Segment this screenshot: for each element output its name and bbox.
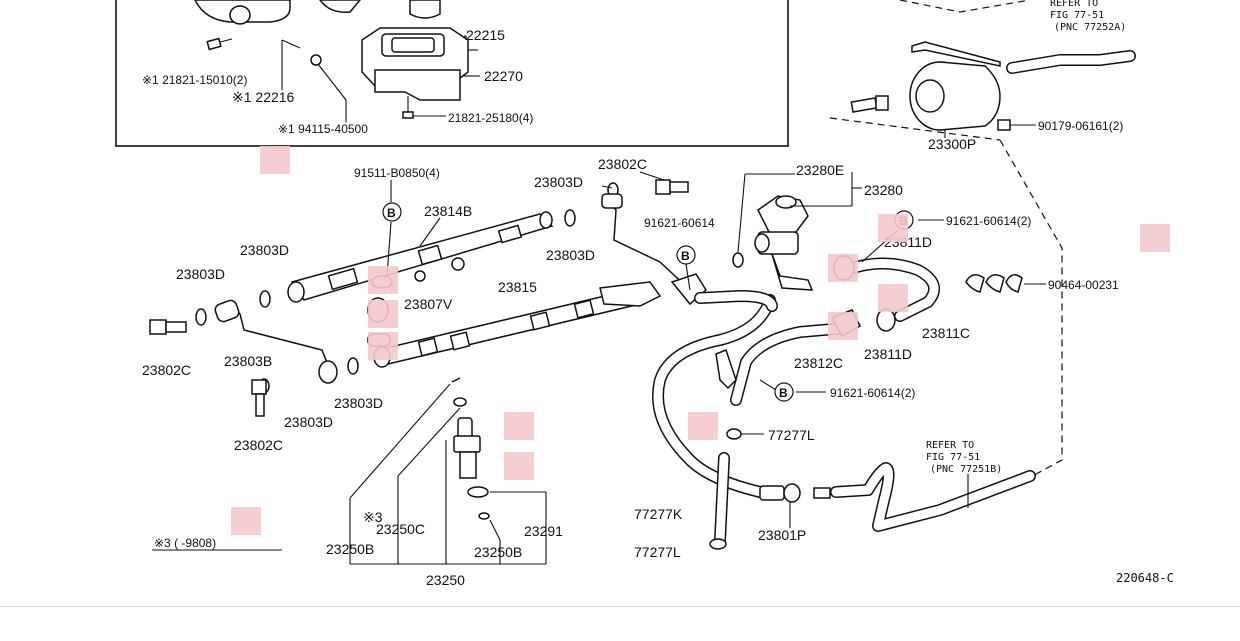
highlight-marker[interactable] <box>368 266 398 294</box>
svg-text:B: B <box>681 249 690 263</box>
b-marker-1: B <box>382 202 402 222</box>
reference-code: 220648-C <box>1116 571 1174 585</box>
label-23803D-b: 23803D <box>546 247 595 263</box>
label-refer-top-1: REFER TO <box>1050 0 1098 9</box>
highlight-marker[interactable] <box>231 507 261 535</box>
fuel-pipe-upper <box>603 195 691 291</box>
washer-23803D-a <box>259 290 271 308</box>
note-3: ※3 ( -9808) <box>154 536 216 550</box>
highlight-marker[interactable] <box>1140 224 1170 252</box>
label-22215: 22215 <box>466 27 505 43</box>
label-91621-60614: 91621-60614 <box>644 216 715 230</box>
label-23250C: 23250C <box>376 521 425 537</box>
label-refer-bot-2: FIG 77-51 <box>926 452 980 463</box>
highlight-marker[interactable] <box>828 312 858 340</box>
label-23811C: 23811C <box>922 325 970 341</box>
label-23811D-b: 23811D <box>864 346 912 362</box>
label-22216: ※1 22216 <box>232 89 295 105</box>
svg-text:B: B <box>779 386 788 400</box>
label-77277L-a: 77277L <box>768 427 815 443</box>
label-23803D-c: 23803D <box>240 242 289 258</box>
highlight-marker[interactable] <box>878 284 908 312</box>
label-23803D-f: 23803D <box>284 414 333 430</box>
fuel-injection-parts-diagram: 22215 22270 ※1 21821-15010(2) ※1 22216 ※… <box>115 0 1174 588</box>
fuel-rail-23814B <box>287 211 554 303</box>
label-90179-06161: 90179-06161(2) <box>1038 119 1123 133</box>
label-23280E: 23280E <box>796 162 844 178</box>
label-94115-40500: ※1 94115-40500 <box>278 122 368 136</box>
washer-23803D-c <box>564 209 576 227</box>
washer-23803D-b <box>195 308 207 326</box>
washer-91621 <box>732 252 744 268</box>
label-23803B: 23803B <box>224 353 272 369</box>
label-23802C-c: 23802C <box>234 437 283 453</box>
label-refer-top-2: FIG 77-51 <box>1050 10 1104 21</box>
label-refer-bot-3: (PNC 77251B) <box>930 464 1002 475</box>
highlight-marker[interactable] <box>260 146 290 174</box>
label-91621-60614-2a: 91621-60614(2) <box>946 214 1031 228</box>
label-23803D-a: 23803D <box>534 174 583 190</box>
label-77277K: 77277K <box>634 506 683 522</box>
label-refer-top-3: (PNC 77252A) <box>1054 22 1126 33</box>
svg-text:B: B <box>387 206 396 220</box>
b-marker-4: B <box>774 382 794 402</box>
highlight-marker[interactable] <box>504 412 534 440</box>
label-90464-00231: 90464-00231 <box>1048 278 1119 292</box>
label-23803D-d: 23803D <box>176 266 225 282</box>
label-23802C-b: 23802C <box>142 362 191 378</box>
highlight-marker[interactable] <box>688 412 718 440</box>
b-marker-2: B <box>676 245 696 265</box>
clamp-23811D-b <box>876 308 896 332</box>
highlight-marker[interactable] <box>368 332 398 360</box>
washer-23803D-e <box>347 357 359 375</box>
label-note3-mark: ※3 <box>363 509 383 525</box>
highlight-marker[interactable] <box>368 300 398 328</box>
injector-23250 <box>451 377 490 520</box>
label-23250: 23250 <box>426 572 465 588</box>
bolt-23802C-b <box>251 379 267 417</box>
vsv-23280 <box>754 195 814 291</box>
label-21821-25180: 21821-25180(4) <box>448 111 533 125</box>
label-23300P: 23300P <box>928 136 976 152</box>
label-22270: 22270 <box>484 68 523 84</box>
label-23250B-a: 23250B <box>326 541 374 557</box>
label-23291: 23291 <box>524 523 563 539</box>
label-91621-60614-2b: 91621-60614(2) <box>830 386 915 400</box>
label-23814B: 23814B <box>424 203 472 219</box>
label-23815: 23815 <box>498 279 537 295</box>
footer-bar <box>0 606 1240 641</box>
fuel-filter-group <box>829 0 1136 481</box>
highlight-marker[interactable] <box>504 452 534 480</box>
label-21821-15010: ※1 21821-15010(2) <box>142 73 247 87</box>
label-23801P: 23801P <box>758 527 806 543</box>
label-23802C-a: 23802C <box>598 156 647 172</box>
inset-box <box>115 0 789 147</box>
label-23807V: 23807V <box>404 296 453 312</box>
label-23280: 23280 <box>864 182 903 198</box>
label-23803D-e: 23803D <box>334 395 383 411</box>
highlight-marker[interactable] <box>828 254 858 282</box>
label-91511-B0850: 91511-B0850(4) <box>354 166 440 180</box>
label-23812C: 23812C <box>794 355 843 371</box>
highlight-markers <box>231 146 1170 535</box>
label-23250B-b: 23250B <box>474 544 522 560</box>
label-77277L-b: 77277L <box>634 544 681 560</box>
label-refer-bot-1: REFER TO <box>926 440 974 451</box>
highlight-marker[interactable] <box>878 214 908 242</box>
bolt-23802C-a <box>149 319 187 335</box>
bolt-23802C-c <box>655 179 689 195</box>
